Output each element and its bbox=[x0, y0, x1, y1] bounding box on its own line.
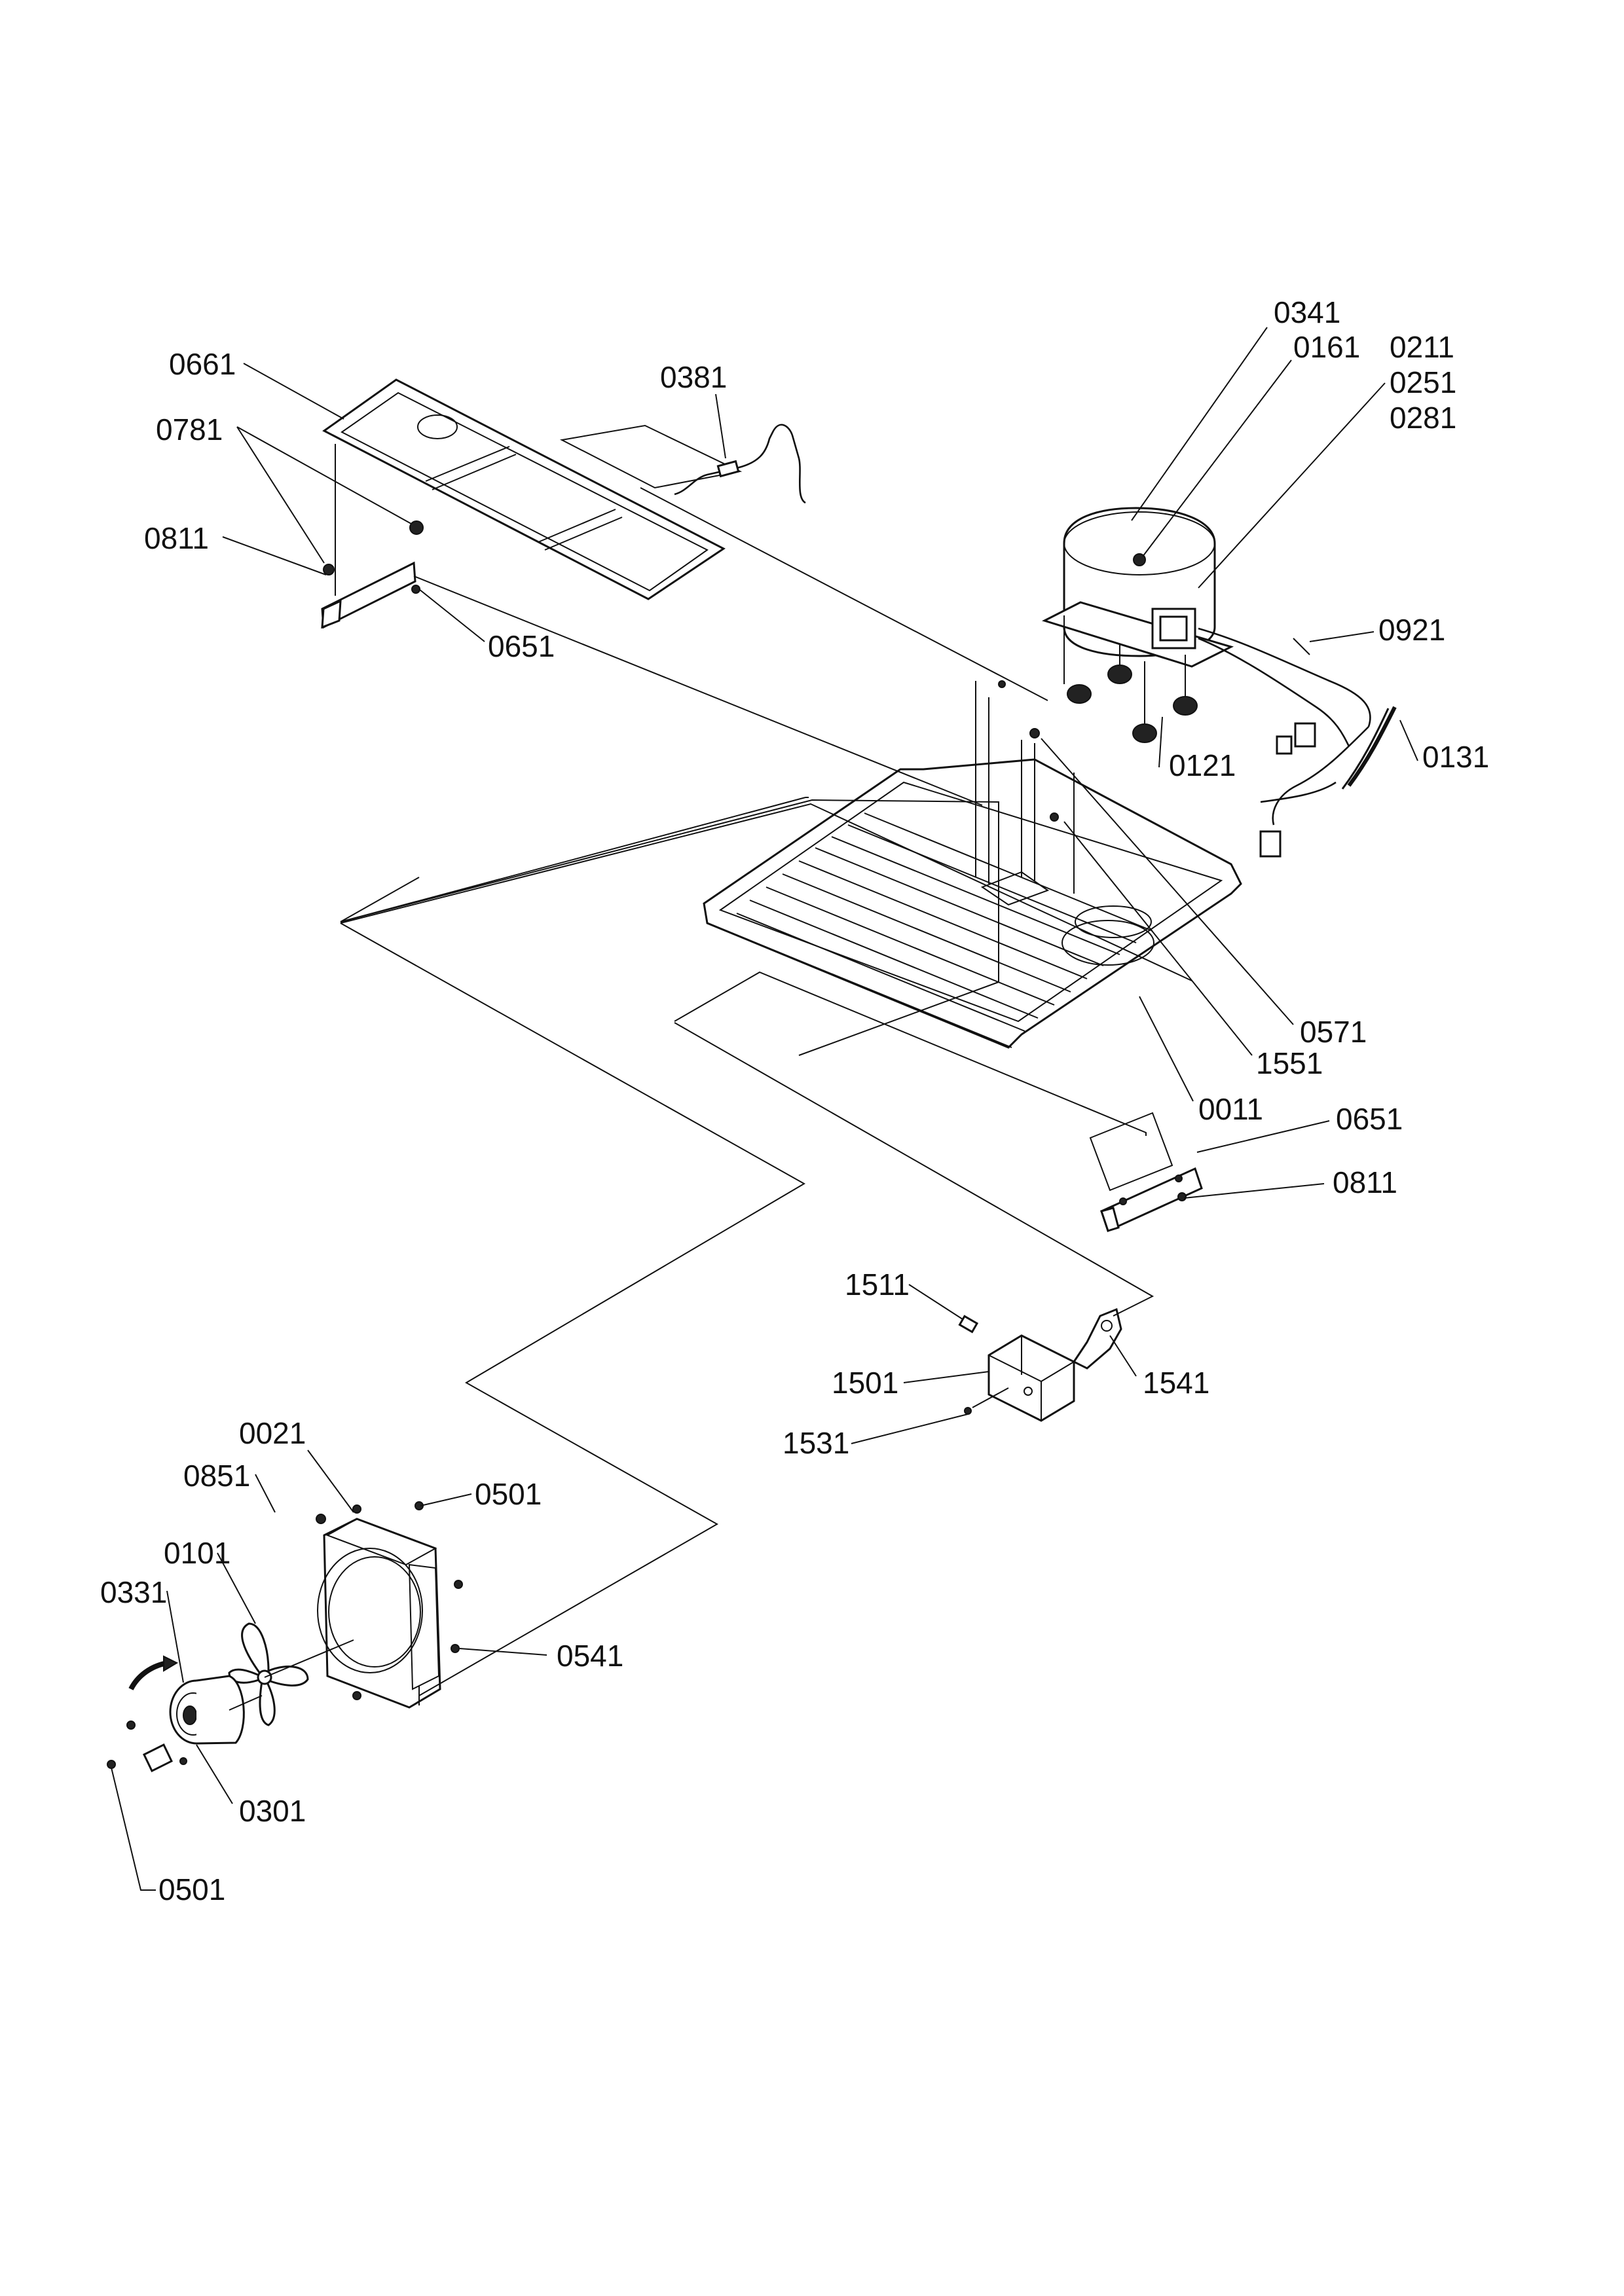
label-0211: 0211 bbox=[1390, 330, 1454, 364]
fan-blade-0101 bbox=[228, 1622, 354, 1726]
valve-bracket-1501 bbox=[958, 1307, 1122, 1422]
label-0851: 0851 bbox=[183, 1459, 250, 1493]
label-0571: 0571 bbox=[1300, 1015, 1367, 1049]
label-1541: 1541 bbox=[1143, 1366, 1209, 1400]
label-0341: 0341 bbox=[1274, 295, 1340, 329]
label-0501-bottom: 0501 bbox=[158, 1872, 225, 1906]
right-bracket-0651 bbox=[1089, 1112, 1203, 1233]
label-0381: 0381 bbox=[660, 360, 727, 394]
label-1511: 1511 bbox=[845, 1267, 910, 1302]
explosion-lines bbox=[340, 487, 1192, 1705]
label-1551: 1551 bbox=[1256, 1046, 1323, 1080]
label-0661: 0661 bbox=[169, 347, 236, 381]
leader-lines bbox=[111, 327, 1418, 1891]
label-1501: 1501 bbox=[832, 1366, 898, 1400]
compressor-0341 bbox=[1042, 507, 1397, 858]
label-0501-top: 0501 bbox=[475, 1477, 542, 1511]
drain-tube-0381 bbox=[559, 424, 806, 504]
fan-motor-0331 bbox=[107, 1655, 263, 1773]
label-0541: 0541 bbox=[557, 1639, 623, 1673]
part-labels: 0661 0781 0811 0651 0381 0341 0161 0211 … bbox=[100, 295, 1489, 1906]
label-0121: 0121 bbox=[1169, 748, 1236, 782]
label-0021: 0021 bbox=[239, 1416, 306, 1450]
label-0921: 0921 bbox=[1378, 613, 1445, 647]
label-0331: 0331 bbox=[100, 1575, 167, 1609]
left-bracket-0651 bbox=[321, 444, 424, 629]
condenser-base-0011 bbox=[703, 680, 1242, 1049]
label-0811-right: 0811 bbox=[1333, 1165, 1397, 1199]
label-0161: 0161 bbox=[1293, 330, 1360, 364]
drain-pan-0661 bbox=[322, 378, 726, 600]
fan-shroud-0021 bbox=[316, 1501, 463, 1709]
label-0651-right: 0651 bbox=[1336, 1102, 1403, 1136]
label-0281: 0281 bbox=[1390, 401, 1456, 435]
label-0301: 0301 bbox=[239, 1794, 306, 1828]
label-0011: 0011 bbox=[1198, 1092, 1263, 1126]
label-0101: 0101 bbox=[164, 1536, 231, 1570]
label-0251: 0251 bbox=[1390, 365, 1456, 399]
label-0131: 0131 bbox=[1422, 740, 1489, 774]
label-0811-left: 0811 bbox=[144, 521, 209, 555]
label-0781: 0781 bbox=[156, 412, 223, 446]
label-0651-left: 0651 bbox=[488, 629, 555, 663]
label-1531: 1531 bbox=[783, 1426, 849, 1460]
